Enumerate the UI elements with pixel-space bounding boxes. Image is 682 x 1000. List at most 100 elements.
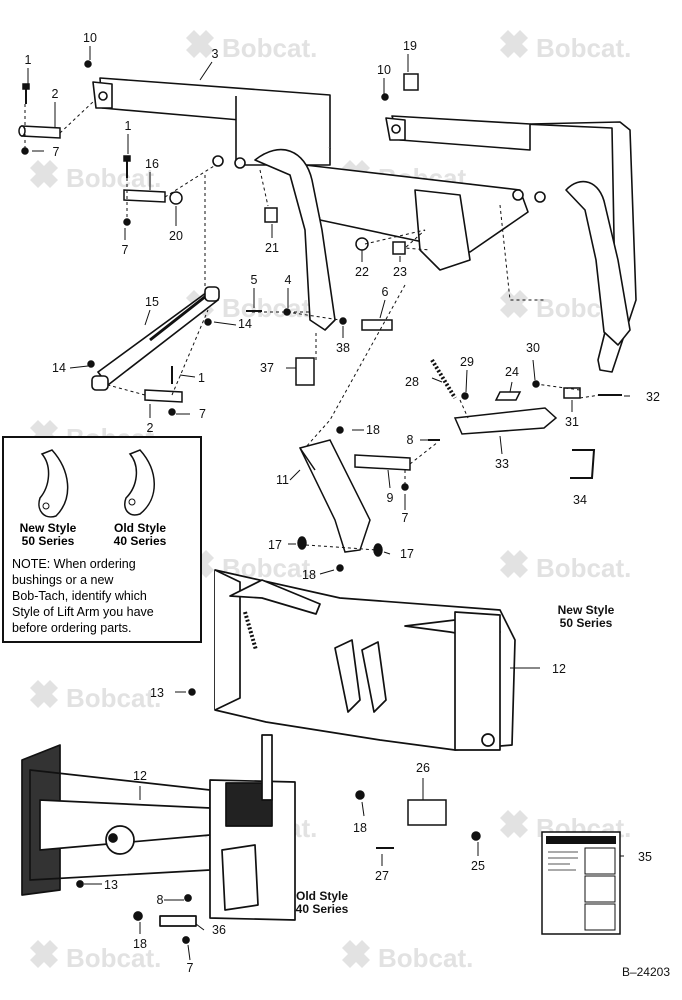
cylinder-rod [149, 294, 207, 342]
callout-number: 1 [198, 371, 205, 385]
wedge-hardware [188, 688, 481, 849]
spring [430, 358, 457, 400]
inset-new-style-label: New Style [20, 521, 77, 535]
lift-arm-style-inset: New Style 50 Series Old Style 40 Series … [2, 436, 202, 643]
callout-number: 34 [573, 493, 587, 507]
callout-number: 12 [133, 769, 147, 783]
watermark-text: Bobcat. [222, 33, 317, 63]
watermark-text: Bobcat. [222, 293, 317, 323]
grease-fitting [188, 688, 196, 696]
callout-number: 17 [268, 538, 282, 552]
callout-number: 4 [285, 273, 292, 287]
inset-old-style-label: Old Style [114, 521, 166, 535]
mounting-ear [361, 641, 387, 713]
grease-fitting [336, 564, 344, 572]
bushing [264, 207, 278, 223]
assembly-leader-lines [24, 99, 601, 641]
watermark-logo: Bobcat. [342, 940, 473, 973]
note-line: before ordering parts. [12, 621, 132, 635]
grease-fitting [336, 426, 344, 434]
callout-number: 6 [382, 285, 389, 299]
pivot-hole [98, 91, 108, 101]
inset-new-style-series: 50 Series [22, 534, 75, 548]
pivot-hole [234, 157, 246, 169]
callout-number: 1 [125, 119, 132, 133]
figure-number: B–24203 [622, 965, 670, 979]
link-edge [299, 447, 316, 471]
callout-number: 26 [416, 761, 430, 775]
callout-number: 2 [147, 421, 154, 435]
callout-number: 5 [251, 273, 258, 287]
pivot-boss [105, 825, 135, 855]
callout-number: 22 [355, 265, 369, 279]
callout-number: 20 [169, 229, 183, 243]
nut [471, 831, 481, 841]
mounting-ear [334, 639, 361, 713]
slot-plate [221, 844, 259, 911]
cylinder-end [204, 286, 220, 302]
watermark-logo: Bobcat. [186, 30, 317, 63]
watermark-logo: Bobcat. [500, 30, 631, 63]
pivot-hole [512, 189, 524, 201]
callout-number: 25 [471, 859, 485, 873]
left-lift-arm-upright [254, 148, 336, 331]
callout-number: 15 [145, 295, 159, 309]
callout-numbers: 1 10 3 19 10 2 7 1 16 7 20 21 22 23 15 5… [25, 31, 660, 975]
callout-number: 11 [276, 473, 289, 487]
pivot-hole [481, 733, 495, 747]
callout-number: 8 [157, 893, 164, 907]
hardware-parts [18, 60, 622, 572]
right-lift-arm-beam [391, 115, 531, 151]
grease-fitting [84, 60, 92, 68]
pivot-pin [159, 915, 197, 927]
grease-fitting [133, 911, 143, 921]
frame-side [214, 569, 241, 711]
callout-number: 37 [260, 361, 274, 375]
spring [243, 611, 258, 651]
callout-number: 24 [505, 365, 519, 379]
right-lift-arm-curve [565, 180, 631, 346]
callout-number: 27 [375, 869, 389, 883]
callout-number: 36 [212, 923, 226, 937]
callout-number: 38 [336, 341, 350, 355]
pivot-hole [108, 833, 118, 843]
bolt-head [22, 83, 30, 90]
watermark-text: Bobcat. [66, 943, 161, 973]
callout-number: 33 [495, 457, 509, 471]
callout-number: 13 [104, 878, 118, 892]
bolt-head [123, 155, 131, 162]
plate [494, 391, 522, 401]
u-bolt [570, 449, 596, 479]
callout-leaders [27, 46, 630, 961]
callout-number: 18 [133, 937, 147, 951]
pin-end [18, 125, 26, 137]
new-style-label: New Style [558, 603, 615, 617]
watermark-logo: Bobcat. [30, 940, 161, 973]
watermark-logo: Bobcat. [30, 680, 161, 713]
callout-number: 30 [526, 341, 540, 355]
decal-box [584, 847, 616, 875]
callout-number: 21 [265, 241, 279, 255]
decal-box [584, 903, 616, 931]
style-labels: New Style 50 Series Old Style 40 Series [296, 603, 615, 916]
grease-fitting [381, 93, 389, 101]
pivot-pin [361, 319, 393, 331]
grease-fitting [87, 360, 95, 368]
bob-tach-old-style [21, 734, 296, 944]
pivot-hole [534, 191, 546, 203]
lift-cylinder [91, 286, 220, 391]
note-line: Style of Lift Arm you have [12, 605, 154, 619]
pivot-pin [123, 189, 166, 203]
grease-fitting [204, 318, 212, 326]
callout-number: 18 [302, 568, 316, 582]
old-style-series: 40 Series [296, 902, 349, 916]
callout-number: 7 [199, 407, 206, 421]
bob-tach-new-style [214, 569, 516, 751]
grille [225, 782, 273, 827]
pivot-pin [354, 454, 411, 471]
watermark-text: Bobcat. [378, 943, 473, 973]
decal-text-lines [548, 851, 578, 871]
washer [297, 536, 307, 550]
callout-number: 8 [407, 433, 414, 447]
